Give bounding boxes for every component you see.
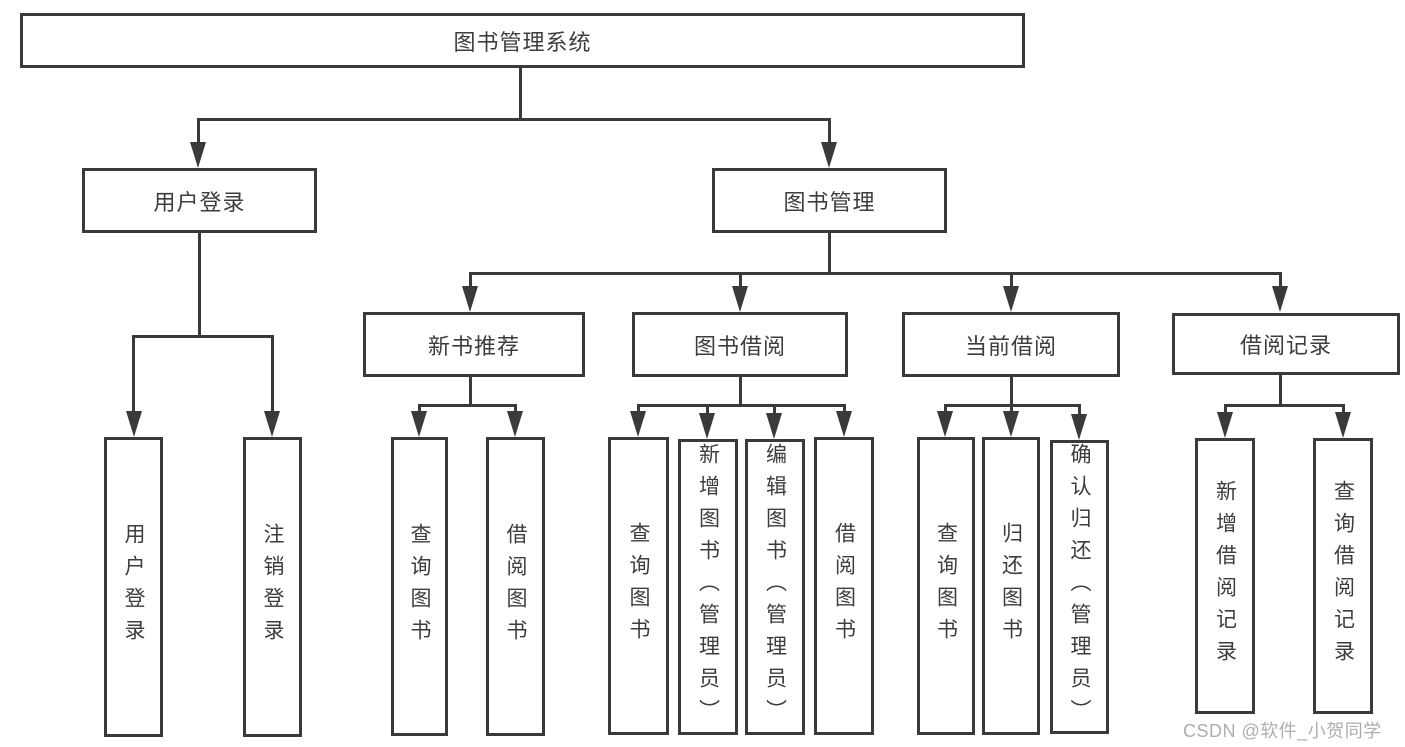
arrowhead-borrow-record	[1272, 286, 1288, 312]
arrowhead-leaf-bb-edit	[766, 413, 782, 439]
arrowhead-leaf-logout	[264, 411, 280, 437]
leaf-bb-add-book: 新增图书（管理员）	[678, 439, 738, 735]
leaf-bb-edit-book-label: 编辑图书（管理员）	[763, 443, 787, 731]
connector-book-mgmt-crossbar	[469, 272, 1281, 275]
connector-borrow-record-stem	[1279, 375, 1282, 407]
arrowhead-leaf-cb-confirm	[1071, 414, 1087, 440]
node-new-book-recommend: 新书推荐	[363, 312, 585, 377]
leaf-cb-confirm-return-label: 确认归还（管理员）	[1068, 443, 1091, 731]
connector-to-borrow-record-stem	[1279, 272, 1282, 294]
arrowhead-leaf-br-query	[1335, 412, 1351, 438]
arrowhead-leaf-cb-query	[937, 411, 953, 437]
connector-new-book-stem	[469, 377, 472, 407]
connector-current-borrow-stem	[1010, 377, 1013, 407]
connector-to-leaf-bb-add-stem	[706, 404, 709, 418]
leaf-nb-query-book-label: 查询图书	[408, 522, 431, 651]
connector-to-leaf-cb-confirm-stem	[1078, 404, 1081, 418]
node-current-borrow-label: 当前借阅	[964, 333, 1057, 359]
leaf-bb-query-book-label: 查询图书	[627, 522, 650, 650]
connector-user-login-stem	[198, 233, 201, 338]
arrowhead-leaf-bb-borrow	[836, 411, 852, 437]
connector-to-new-book-stem	[469, 272, 472, 294]
node-root-label: 图书管理系统	[453, 29, 592, 55]
leaf-bb-add-book-label: 新增图书（管理员）	[696, 443, 720, 731]
connector-to-leaf-user-login-stem	[132, 335, 135, 417]
connector-book-borrow-crossbar	[637, 404, 846, 407]
connector-root-stem	[519, 68, 522, 120]
node-user-login: 用户登录	[82, 168, 317, 233]
leaf-bb-borrow-book-label: 借阅图书	[832, 522, 856, 650]
leaf-cb-confirm-return: 确认归还（管理员）	[1050, 440, 1109, 734]
arrowhead-leaf-bb-add	[699, 413, 715, 439]
arrowhead-leaf-nb-borrow	[507, 411, 523, 437]
node-borrow-record: 借阅记录	[1172, 313, 1400, 375]
leaf-cb-query-book-label: 查询图书	[934, 522, 958, 650]
arrowhead-book-borrow	[732, 286, 748, 312]
leaf-nb-borrow-book: 借阅图书	[486, 437, 545, 736]
leaf-cb-return-book: 归还图书	[982, 437, 1040, 735]
leaf-logout: 注销登录	[243, 437, 302, 737]
leaf-user-login-label: 用户登录	[122, 523, 145, 651]
connector-to-leaf-logout-stem	[271, 335, 274, 417]
node-book-management: 图书管理	[712, 168, 947, 233]
leaf-user-login: 用户登录	[104, 437, 163, 737]
node-borrow-record-label: 借阅记录	[1239, 333, 1332, 358]
csdn-watermark: CSDN @软件_小贺同学	[1183, 721, 1382, 741]
node-user-login-label: 用户登录	[153, 189, 246, 215]
node-book-borrow-label: 图书借阅	[693, 333, 786, 359]
node-book-borrow: 图书借阅	[632, 312, 848, 377]
connector-to-book-borrow-stem	[739, 272, 742, 294]
leaf-bb-edit-book: 编辑图书（管理员）	[745, 439, 805, 735]
node-book-management-label: 图书管理	[783, 189, 876, 215]
arrowhead-leaf-br-add	[1217, 412, 1233, 438]
leaf-br-query-record: 查询借阅记录	[1313, 438, 1373, 714]
connector-root-to-book-mgmt-stem	[828, 118, 831, 150]
connector-to-leaf-br-query-stem	[1342, 404, 1345, 418]
leaf-br-add-record: 新增借阅记录	[1195, 438, 1255, 714]
node-current-borrow: 当前借阅	[902, 312, 1120, 377]
connector-user-login-crossbar	[132, 335, 274, 338]
connector-to-leaf-bb-edit-stem	[773, 404, 776, 418]
arrowhead-leaf-nb-query	[411, 411, 427, 437]
connector-borrow-record-crossbar	[1224, 404, 1345, 407]
connector-root-crossbar	[197, 118, 831, 121]
connector-root-to-user-login-stem	[197, 118, 200, 150]
arrowhead-leaf-bb-query	[630, 411, 646, 437]
leaf-br-add-record-label: 新增借阅记录	[1213, 480, 1237, 672]
leaf-bb-borrow-book: 借阅图书	[814, 437, 874, 735]
leaf-cb-query-book: 查询图书	[917, 437, 975, 735]
connector-to-current-borrow-stem	[1010, 272, 1013, 294]
arrowhead-book-mgmt	[821, 142, 837, 168]
connector-new-book-crossbar	[418, 404, 517, 407]
connector-to-leaf-br-add-stem	[1224, 404, 1227, 418]
arrowhead-leaf-user-login	[126, 411, 142, 437]
arrowhead-user-login	[190, 142, 206, 168]
arrowhead-leaf-cb-return	[1003, 411, 1019, 437]
connector-book-mgmt-stem	[828, 233, 831, 275]
node-root: 图书管理系统	[20, 13, 1025, 68]
arrowhead-new-book-recommend	[462, 286, 478, 312]
leaf-br-query-record-label: 查询借阅记录	[1331, 480, 1355, 672]
arrowhead-current-borrow	[1003, 286, 1019, 312]
leaf-nb-query-book: 查询图书	[391, 437, 448, 736]
leaf-cb-return-book-label: 归还图书	[999, 522, 1023, 650]
connector-book-borrow-stem	[739, 377, 742, 407]
node-new-book-recommend-label: 新书推荐	[427, 333, 520, 359]
leaf-nb-borrow-book-label: 借阅图书	[504, 522, 527, 651]
leaf-bb-query-book: 查询图书	[608, 437, 669, 735]
leaf-logout-label: 注销登录	[261, 523, 284, 651]
